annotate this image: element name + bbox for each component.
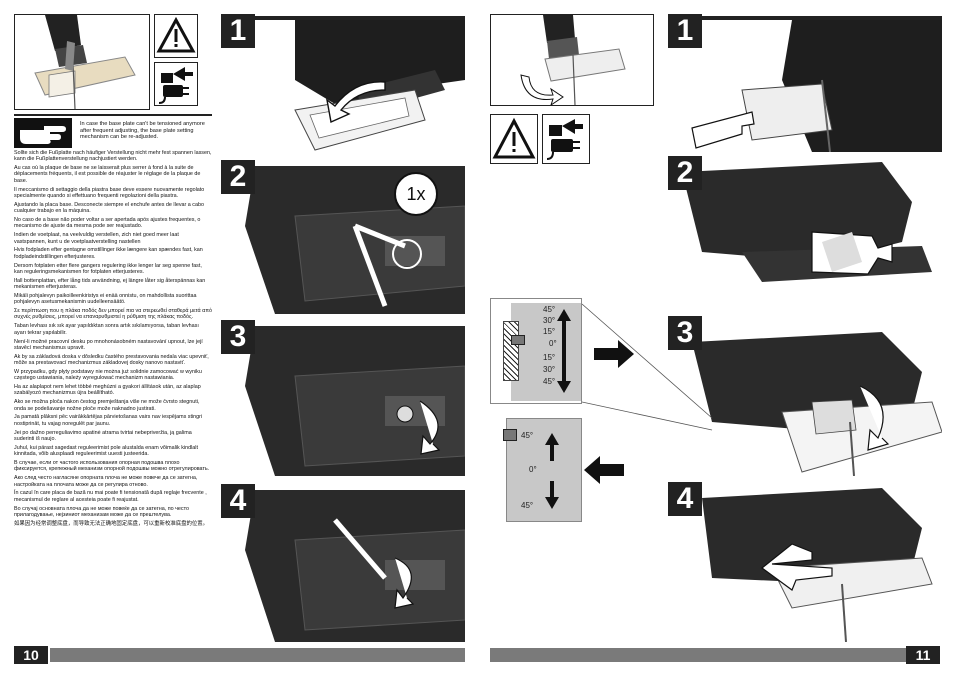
paragraph: Ako se možna ploča nakon čestog premješt… xyxy=(14,399,200,412)
paragraph: Dersom fotplaten etter flere gangers reg… xyxy=(14,262,202,275)
left-step-3-image xyxy=(235,326,466,476)
double-arrow-icon xyxy=(557,309,571,393)
paragraph: Není-li možné pracovní desku po mnohonás… xyxy=(14,338,203,351)
jigsaw-thumbnail-image xyxy=(14,14,150,110)
callout-lines xyxy=(582,303,713,431)
paragraph: Taban levhası sık sık ayar yapıldıktan s… xyxy=(14,323,199,336)
multilingual-text-column: Sollte sich die Fußplatte nach häufiger … xyxy=(14,150,212,530)
double-arrow-icon xyxy=(545,433,559,509)
indicator-marker xyxy=(503,429,517,441)
hatched-bracket xyxy=(503,321,519,381)
paragraph: Sollte sich die Fußplatte nach häufiger … xyxy=(14,150,212,163)
rotation-count-label: 1x xyxy=(406,184,426,204)
page-number-left: 10 xyxy=(14,646,48,664)
right-step-2-image xyxy=(682,162,942,312)
paragraph: Juhul, kui pärast sagedast reguleerimist… xyxy=(14,444,198,458)
indicator-marker xyxy=(511,335,525,345)
paragraph: Σε περίπτωση που η πλάκα ποδός δεν μπορε… xyxy=(14,308,213,321)
paragraph: Ако след често нагласяне опорната плоча … xyxy=(14,475,198,488)
right-step-2-number: 2 xyxy=(668,156,702,190)
right-step-3-number: 3 xyxy=(668,316,702,350)
bevel-scale-panel-top: 45° 30° 15° 0° 15° 30° 45° xyxy=(490,298,582,404)
paragraph: Il meccanismo di settaggio della piastra… xyxy=(14,186,205,199)
scale-label: 0° xyxy=(549,339,557,348)
right-step-1-number: 1 xyxy=(668,14,702,48)
arrow-left-icon xyxy=(584,456,624,484)
paragraph: 如果因为经常调整底盘，而导致无法正确地固定底盘，可以重新校准底盘的位置。 xyxy=(14,520,209,527)
paragraph: Hvis fodpladen efter gentagne omstilling… xyxy=(14,247,203,260)
paragraph: W przypadku, gdy płyty podstawy nie możn… xyxy=(14,368,202,382)
top-rule-left xyxy=(235,16,465,21)
paragraph: Indien de voetplaat, na veelvuldig verst… xyxy=(14,232,179,245)
rotation-count-badge: 1x xyxy=(394,172,438,216)
left-step-1-number: 1 xyxy=(221,14,255,48)
note-box xyxy=(14,114,212,148)
paragraph: Mikäli pohjalevyn paikoilleenkiristys ei… xyxy=(14,292,197,306)
top-rule-right xyxy=(682,16,942,21)
paragraph: Ifall bottenplattan, efter lång tids anv… xyxy=(14,277,206,291)
scale-label: 45° xyxy=(521,431,534,440)
paragraph: Au cas où la plaque de base ne se laisse… xyxy=(14,165,201,184)
paragraph: No caso de a base não poder voltar a ser… xyxy=(14,217,201,230)
base-plate-thumbnail-image xyxy=(490,14,654,107)
warning-triangle-icon xyxy=(154,14,198,58)
arrow-right-icon xyxy=(594,340,634,368)
paragraph: Jei po dažno perreguliavimo apatinė atra… xyxy=(14,429,192,442)
left-step-3-number: 3 xyxy=(221,320,255,354)
scale-label: 30° xyxy=(543,365,556,374)
bevel-scale-panel-bottom: 45° 0° 45° xyxy=(503,418,582,522)
left-step-4-number: 4 xyxy=(221,484,255,518)
footer-bar-left xyxy=(50,648,465,662)
page-number-right: 11 xyxy=(906,646,940,664)
paragraph: Во случај основната плоча да не може пов… xyxy=(14,505,190,518)
left-step-2-number: 2 xyxy=(221,160,255,194)
footer-bar-right xyxy=(490,648,906,662)
paragraph: В случае, если от частого использования … xyxy=(14,460,210,473)
right-step-1-image xyxy=(682,20,942,153)
paragraph: Ak by sa základová doska v dôsledku čast… xyxy=(14,353,209,367)
left-step-4-image xyxy=(235,490,466,642)
right-step-4-number: 4 xyxy=(668,482,702,516)
intro-text: In case the base plate can't be tensione… xyxy=(80,121,205,141)
paragraph: Ha az alaplapot nem lehet többé meghúzni… xyxy=(14,384,201,397)
paragraph: În cazul în care placa de bază nu mai po… xyxy=(14,490,207,503)
scale-label: 45° xyxy=(521,501,534,510)
scale-label: 15° xyxy=(543,327,556,336)
unplug-icon xyxy=(542,114,590,164)
left-step-1-image xyxy=(235,20,465,156)
scale-label: 45° xyxy=(543,305,556,314)
scale-label: 0° xyxy=(529,465,537,474)
paragraph: Ajustando la placa base. Desconecte siem… xyxy=(14,201,204,215)
scale-label: 30° xyxy=(543,316,556,325)
pointing-hand-icon xyxy=(14,118,72,148)
warning-triangle-icon xyxy=(490,114,538,164)
scale-label: 15° xyxy=(543,353,556,362)
scale-label: 45° xyxy=(543,377,556,386)
unplug-icon xyxy=(154,62,198,106)
right-step-4-image xyxy=(682,488,942,643)
paragraph: Ja pamatā plāksni pēc vairākkārtējas pār… xyxy=(14,414,203,427)
right-step-3-image xyxy=(682,322,943,477)
